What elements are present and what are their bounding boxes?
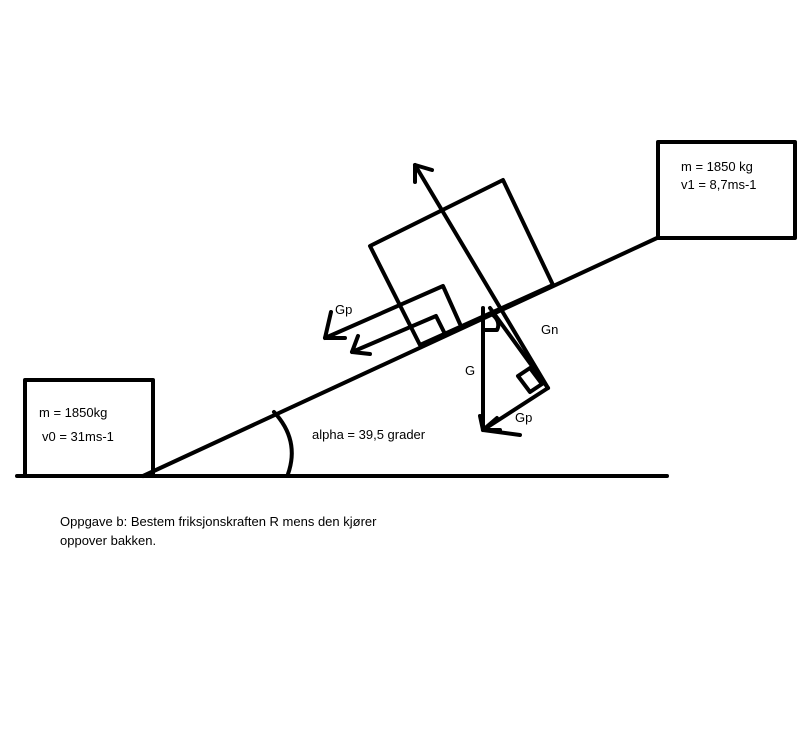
incline-line	[141, 236, 659, 478]
angle-arc	[272, 410, 294, 476]
right-angle-square	[516, 366, 544, 394]
gp-lower-label: Gp	[515, 410, 532, 425]
g-label: G	[465, 363, 475, 378]
gp-upper-bracket	[323, 284, 462, 340]
start-mass-label: m = 1850kg	[39, 405, 107, 420]
incline-block	[368, 178, 555, 347]
friction-arrow-head	[350, 334, 372, 356]
end-velocity-label: v1 = 8,7ms-1	[681, 177, 757, 192]
start-box	[23, 378, 155, 478]
gp-component-arrow-head	[481, 416, 522, 437]
start-velocity-label: v0 = 31ms-1	[42, 429, 114, 444]
gn-component-line	[488, 306, 550, 390]
gp-upper-arrow-head	[323, 310, 347, 340]
normal-axis-line	[413, 163, 550, 390]
angle-label: alpha = 39,5 grader	[312, 427, 426, 442]
friction-bracket	[350, 314, 447, 354]
gn-label: Gn	[541, 322, 558, 337]
normal-arrow-head	[413, 163, 434, 184]
gp-upper-label: Gp	[335, 302, 352, 317]
task-text: Oppgave b: Bestem friksjonskraften R men…	[60, 514, 377, 548]
end-mass-label: m = 1850 kg	[681, 159, 753, 174]
end-box	[656, 140, 797, 240]
